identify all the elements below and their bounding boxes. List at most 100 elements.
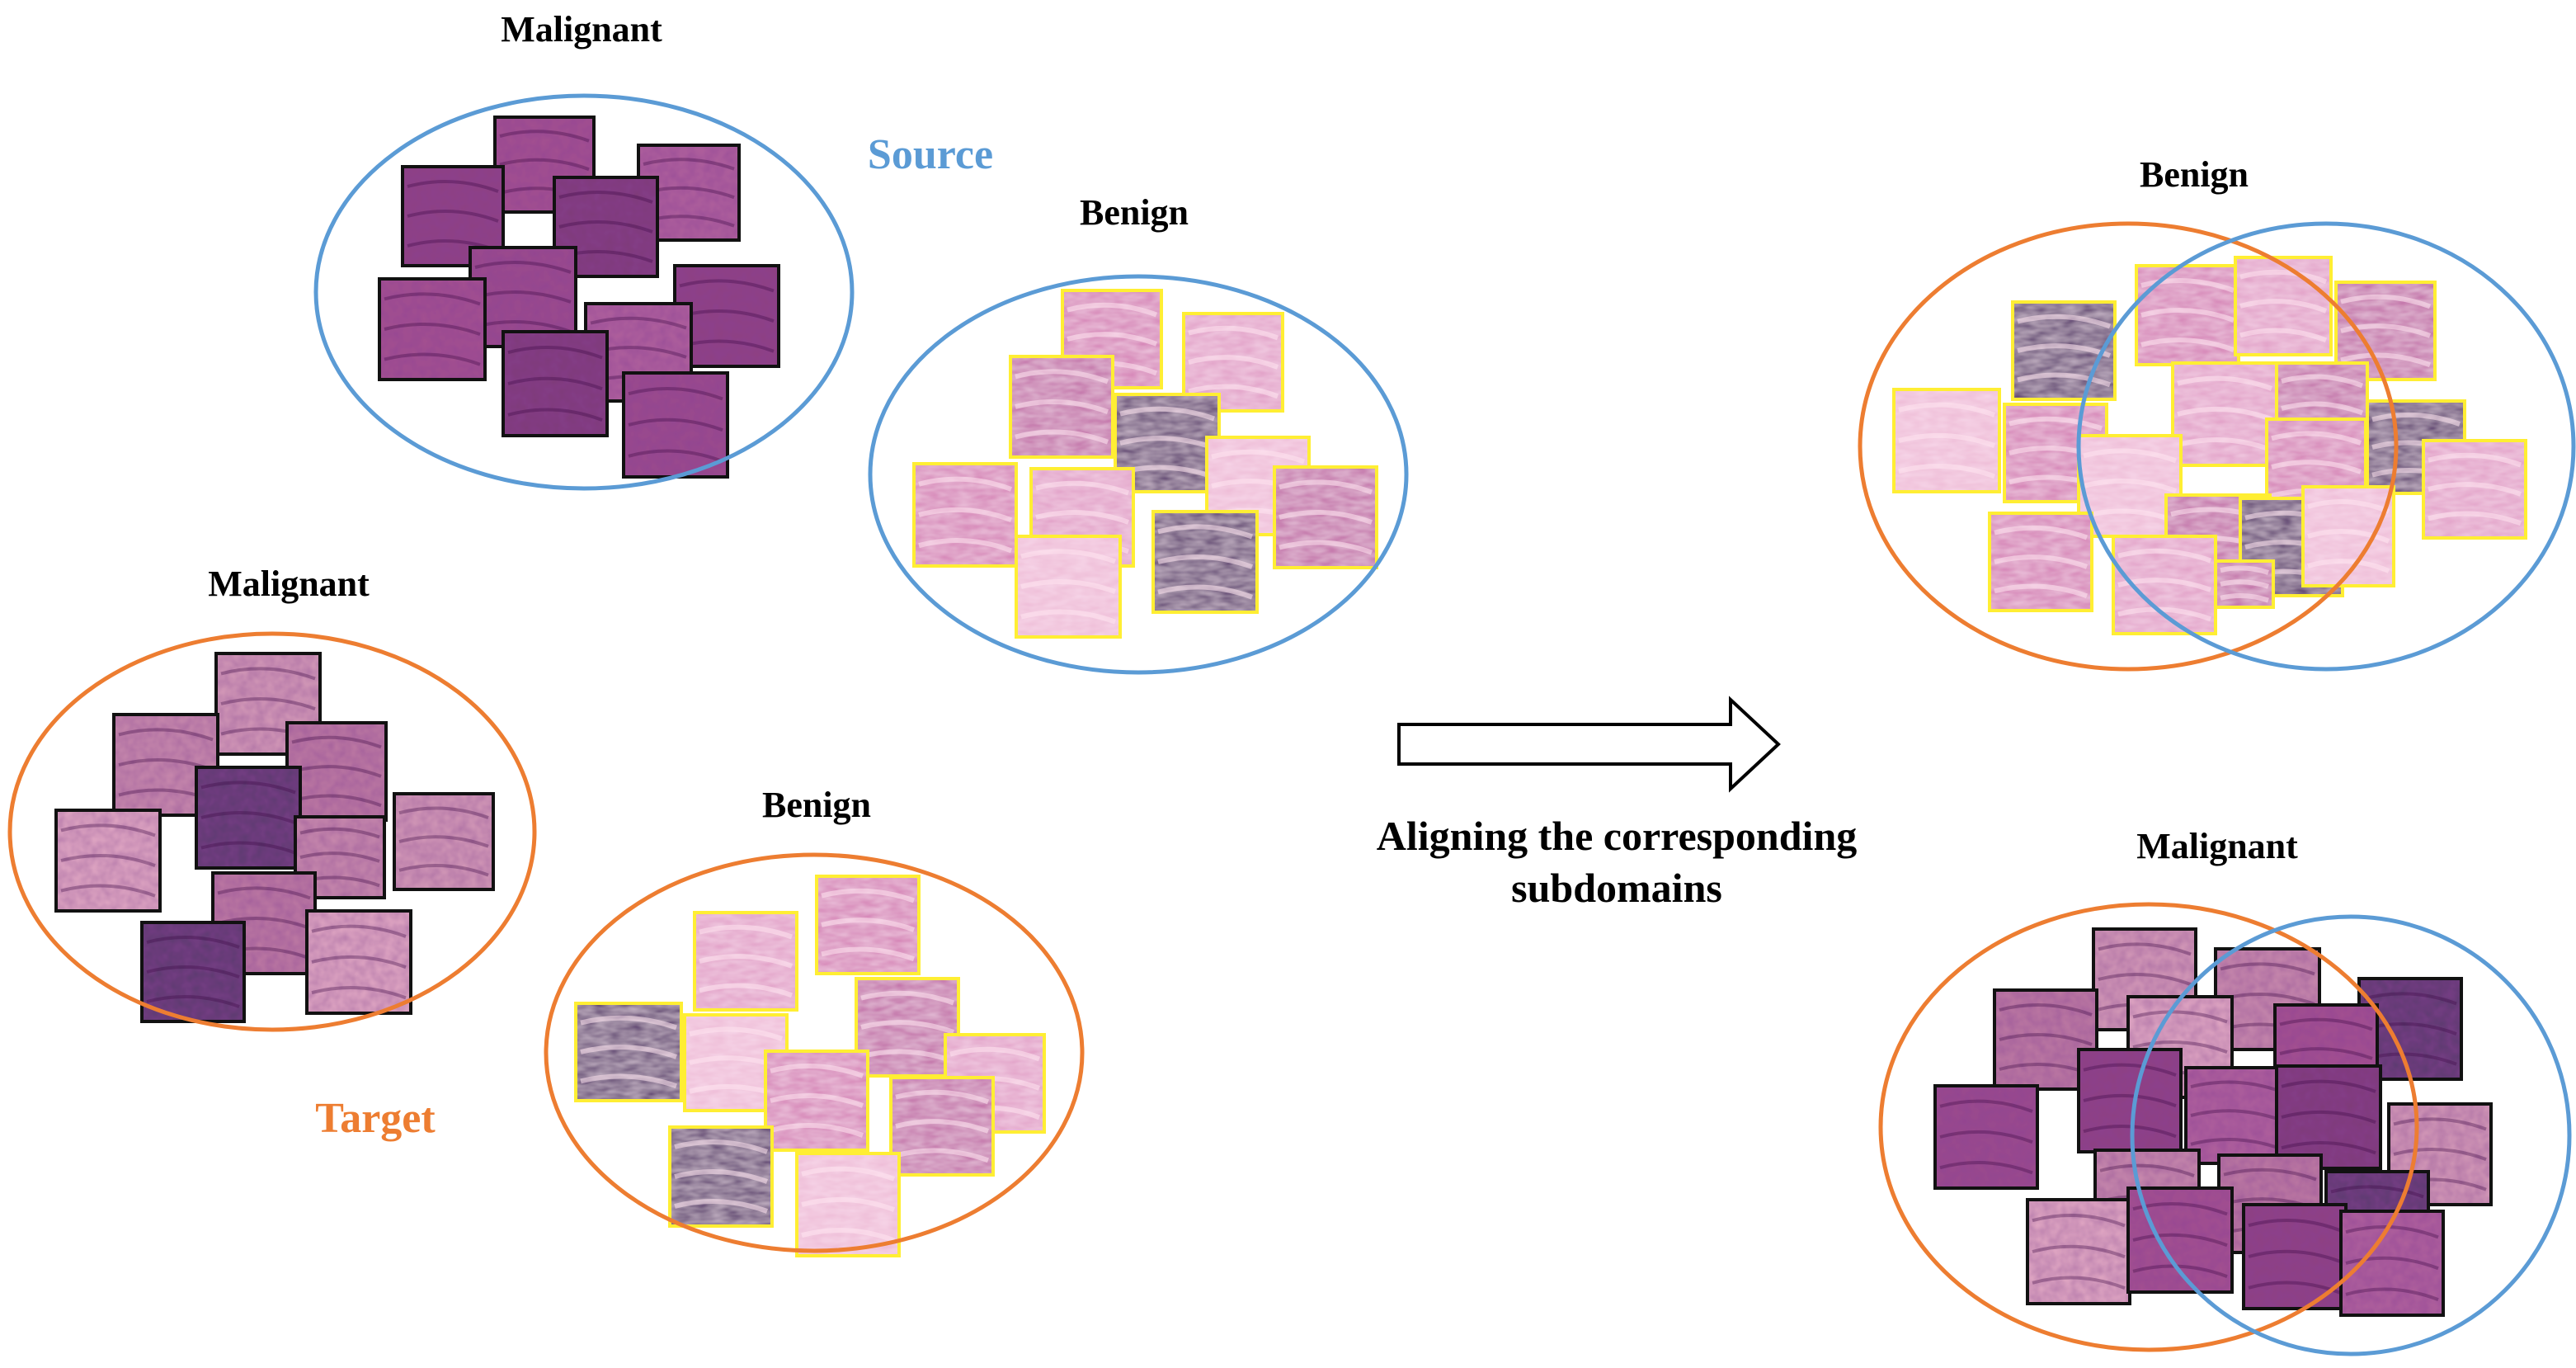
tissue-texture: [949, 1046, 1041, 1062]
tissue-texture: [2032, 1276, 2126, 1290]
aligned-benign-patch-17: [2112, 535, 2217, 635]
tissue-texture: [2220, 593, 2269, 603]
tissue-texture: [2083, 479, 2178, 493]
tissue-texture: [1999, 1003, 2093, 1017]
tissue-texture: [220, 667, 316, 681]
tissue-texture: [1994, 583, 2089, 599]
source-benign-patch-10: [1015, 535, 1122, 639]
tissue-texture: [1188, 384, 1279, 399]
patch-border: [574, 1002, 683, 1102]
target-label: Target: [315, 1095, 436, 1142]
tissue-texture: [2132, 1264, 2228, 1278]
tissue-texture: [2279, 1047, 2373, 1060]
tissue-texture: [674, 1199, 769, 1214]
tissue-texture: [398, 864, 489, 877]
tissue-texture: [407, 210, 499, 223]
tissue-texture: [2239, 299, 2328, 314]
patch-border: [378, 277, 487, 381]
tissue-texture: [499, 130, 590, 143]
aligned-malignant-target-ellipse: [1878, 902, 2419, 1352]
tissue-texture: [2098, 942, 2192, 956]
tissue-texture: [801, 1228, 896, 1243]
tissue-texture: [1999, 1033, 2093, 1046]
tissue-texture: [1279, 510, 1373, 525]
tissue-texture: [1119, 436, 1215, 450]
tissue-texture: [1939, 1130, 2033, 1144]
tissue-texture: [2140, 337, 2235, 352]
target-benign-patch-6: [764, 1050, 869, 1152]
tissue-texture: [2340, 352, 2432, 368]
tissue-texture: [699, 954, 794, 969]
tissue-texture: [1898, 402, 1996, 417]
tissue-texture: [384, 323, 481, 336]
patch-border: [2387, 1102, 2493, 1206]
arrow-caption-line2: subdomains: [1511, 864, 1722, 911]
tissue-texture: [821, 946, 916, 962]
tissue-texture: [558, 220, 653, 234]
patch-border: [493, 116, 596, 214]
tissue-texture: [2220, 579, 2269, 589]
tissue-texture: [146, 995, 240, 1008]
aligned-malignant-patch-10: [1933, 1084, 2039, 1190]
tissue-texture: [2271, 431, 2362, 446]
aligned-benign-patch-1: [2135, 264, 2240, 366]
tissue-texture: [2281, 1110, 2376, 1125]
source-malignant-patch-6: [378, 277, 487, 381]
source-label: Source: [867, 131, 994, 178]
tissue-texture: [918, 476, 1013, 492]
tissue-texture: [674, 1139, 769, 1154]
target-benign-patch-8: [889, 1076, 995, 1177]
tissue-texture: [2132, 1233, 2228, 1248]
tissue-texture: [60, 854, 156, 867]
tissue-image: [624, 373, 728, 477]
tissue-texture: [2363, 992, 2457, 1006]
tissue-texture: [2281, 1141, 2376, 1155]
source-benign-patch-6: [912, 462, 1018, 568]
tissue-texture: [1898, 464, 1996, 479]
aligned-benign-source-ellipse: [2076, 221, 2576, 672]
tissue-texture: [384, 352, 481, 366]
tissue-texture: [580, 1015, 677, 1031]
tissue-image: [287, 723, 386, 820]
tissue-texture: [507, 408, 603, 422]
tissue-texture: [1119, 406, 1215, 422]
tissue-texture: [2239, 269, 2328, 285]
tissue-image: [503, 332, 607, 436]
tissue-texture: [2220, 565, 2269, 575]
target-malignant-label: Malignant: [208, 564, 370, 604]
tissue-texture: [2428, 511, 2522, 526]
patch-border: [112, 713, 219, 817]
tissue-texture: [2117, 606, 2212, 622]
patch-border: [294, 815, 386, 899]
tissue-texture: [699, 924, 794, 940]
tissue-texture: [821, 918, 916, 932]
aligned-benign-target-ellipse: [1858, 221, 2399, 672]
tissue-texture: [2371, 412, 2461, 427]
tissue-texture: [2223, 1168, 2317, 1182]
patch-border: [1933, 1084, 2039, 1190]
tissue-texture: [895, 1148, 990, 1163]
tissue-texture: [2340, 294, 2432, 309]
tissue-texture: [1279, 540, 1373, 555]
tissue-texture: [628, 449, 723, 463]
aligned-benign-patch-4: [2011, 300, 2117, 401]
tissue-texture: [1279, 479, 1373, 495]
target-malignant-patch-5: [54, 809, 162, 913]
tissue-texture: [2132, 1040, 2228, 1054]
source-malignant-label: Malignant: [501, 9, 662, 50]
tissue-texture: [2098, 973, 2192, 986]
aligned-benign-patch-15: [2301, 485, 2395, 587]
tissue-texture: [311, 986, 407, 1000]
tissue-texture: [299, 827, 380, 839]
tissue-texture: [2190, 1080, 2282, 1093]
tissue-texture: [1020, 609, 1117, 625]
tissue-texture: [407, 180, 499, 193]
tissue-texture: [499, 158, 590, 172]
tissue-texture: [1067, 302, 1158, 318]
source-malignant-patch-9: [502, 330, 609, 437]
patch-border: [764, 1050, 869, 1152]
tissue-texture: [689, 1026, 783, 1041]
patch-border: [54, 809, 162, 913]
patch-border: [1151, 510, 1259, 614]
